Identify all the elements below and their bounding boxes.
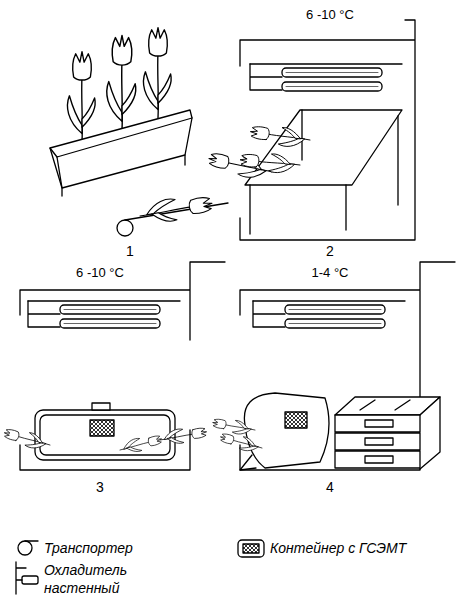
panel-number: 1 (126, 244, 134, 259)
room-wall (240, 20, 415, 240)
wall-cooler (28, 301, 180, 328)
tulip-planter (50, 28, 192, 196)
wall-cooler (253, 301, 405, 328)
storage-container (2, 403, 207, 460)
room-wall (240, 262, 455, 470)
sorting-table (207, 110, 402, 234)
legend-text: Контейнер с ГСЭМТ (270, 539, 455, 557)
conveyor-symbol (18, 541, 38, 555)
temperature-label: 6 -10 °C (306, 8, 354, 22)
tulip-bag (211, 393, 329, 470)
box-stack (335, 397, 440, 469)
temperature-label: 6 -10 °C (76, 266, 124, 280)
cooler-symbol (16, 562, 38, 594)
temperature-label: 1-4 °C (312, 266, 349, 280)
panel-number: 3 (96, 480, 104, 495)
room-wall (20, 262, 225, 470)
container-symbol (238, 540, 264, 557)
panel-number: 2 (326, 244, 334, 259)
legend-text: Транспортер (44, 539, 194, 557)
conveyor (117, 192, 228, 236)
legend-text: Охладитель настенный (44, 561, 144, 597)
wall-cooler (250, 64, 402, 91)
panel-number: 4 (326, 480, 334, 495)
